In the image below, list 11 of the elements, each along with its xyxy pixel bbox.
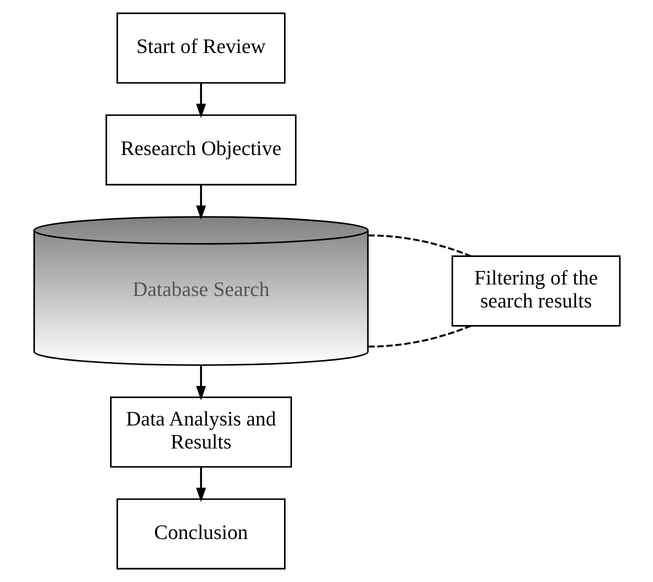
node-box: Conclusion — [116, 498, 286, 570]
connector — [368, 234, 471, 258]
arrow — [196, 184, 206, 220]
arrow — [196, 365, 206, 400]
arrow — [196, 82, 206, 118]
node-box: Research Objective — [105, 114, 296, 186]
connector — [368, 324, 471, 348]
node-box: Filtering of the search results — [451, 255, 620, 327]
node-box: Start of Review — [116, 12, 286, 84]
arrow — [196, 467, 206, 502]
node-box: Data Analysis and Results — [110, 396, 292, 468]
